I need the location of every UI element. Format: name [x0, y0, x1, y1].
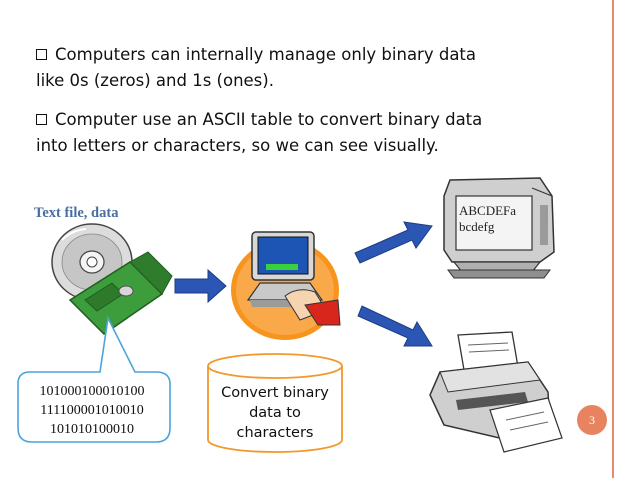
bullet-1-line-1: Computers can internally manage only bin… — [55, 45, 477, 64]
binary-line-3: 101010100010 — [50, 422, 134, 437]
cylinder-line-1: Convert binary — [221, 385, 329, 401]
monitor-line-2: bcdefg — [459, 219, 495, 234]
binary-line-2: 111100001010010 — [40, 403, 144, 418]
arrow-right-icon — [174, 268, 227, 304]
cylinder-line-3: characters — [236, 425, 314, 441]
source-label: Text file, data — [34, 205, 119, 221]
monitor-icon — [443, 177, 555, 279]
binary-line-1: 101000100010100 — [39, 384, 145, 399]
binary-callout-bubble — [17, 315, 171, 443]
checkbox-bullet-icon — [36, 49, 47, 60]
bullet-1-line-2: like 0s (zeros) and 1s (ones). — [36, 71, 274, 90]
checkbox-bullet-icon — [36, 114, 47, 125]
bullet-item-2: Computer use an ASCII table to convert b… — [36, 107, 576, 159]
conversion-cylinder — [207, 353, 343, 453]
cylinder-text: Convert binary data to characters — [210, 383, 340, 443]
bullet-2-line-2: into letters or characters, so we can se… — [36, 136, 439, 155]
printer-icon — [429, 331, 563, 453]
cylinder-line-2: data to — [249, 405, 301, 421]
computer-user-icon — [231, 231, 341, 340]
arrow-up-right-icon — [354, 221, 433, 264]
binary-text: 101000100010100 111100001010010 10101010… — [17, 382, 167, 439]
bullet-item-1: Computers can internally manage only bin… — [36, 42, 576, 94]
slide-number-badge: 3 — [577, 405, 607, 435]
floppy-disk-icon — [68, 251, 173, 335]
bullet-2-line-1: Computer use an ASCII table to convert b… — [55, 110, 483, 129]
right-border-line — [612, 0, 614, 478]
arrow-down-right-icon — [357, 305, 433, 347]
monitor-line-1: ABCDEFa — [459, 203, 517, 218]
monitor-screen-text: ABCDEFa bcdefg — [459, 203, 525, 235]
bullet-list: Computers can internally manage only bin… — [36, 42, 576, 172]
